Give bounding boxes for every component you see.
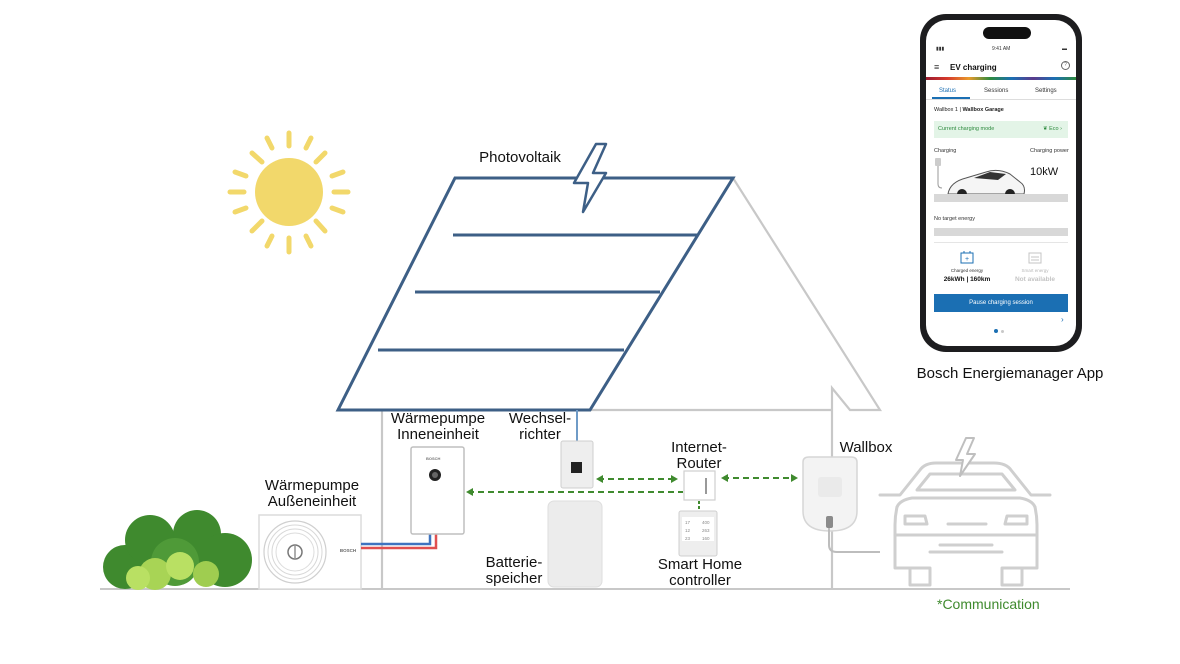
- charged-energy-label: Charged energy: [950, 268, 984, 273]
- app-screen: ▮▮▮ 9:41 AM ▬ ≡ EV charging ? Status Ses…: [926, 20, 1076, 346]
- communication-lines: [466, 474, 798, 510]
- wallbox-selector[interactable]: Wallbox 1 | Wallbox Garage: [934, 107, 1004, 113]
- svg-text:160: 160: [702, 536, 710, 541]
- svg-text:23: 23: [685, 536, 691, 541]
- smart-home-controller: [678, 510, 718, 557]
- info-icon[interactable]: ?: [1061, 61, 1070, 70]
- smart-energy-value: Not available: [1014, 276, 1056, 283]
- internet-router: [683, 470, 716, 501]
- charging-power-value: 10kW: [1030, 166, 1059, 178]
- phone-mockup: ▮▮▮ 9:41 AM ▬ ≡ EV charging ? Status Ses…: [920, 14, 1082, 352]
- smart-energy-label: Smart energy: [1021, 268, 1049, 273]
- tab-sessions[interactable]: Sessions: [984, 88, 1009, 94]
- leaf-icon: ❦: [1043, 126, 1050, 132]
- svg-text:+: +: [965, 256, 969, 263]
- charged-energy-value: 26kWh | 160km: [943, 276, 991, 283]
- heatpump-outdoor-unit: [258, 514, 362, 590]
- pause-charging-button[interactable]: Pause charging session: [934, 294, 1068, 312]
- page-indicator: [994, 320, 1007, 338]
- svg-text:17: 17: [685, 520, 691, 525]
- target-energy-bar: [934, 228, 1068, 236]
- app-tabs: Status Sessions Settings: [926, 83, 1076, 100]
- label-app: Bosch Energiemanager App: [916, 365, 1104, 382]
- app-header: ≡ EV charging ?: [926, 58, 1076, 78]
- wallbox-device: [802, 456, 880, 553]
- label-photovoltaik: Photovoltaik: [479, 149, 561, 166]
- svg-text:263: 263: [702, 528, 710, 533]
- divider: [934, 242, 1068, 243]
- charging-mode-label: Current charging mode: [938, 126, 995, 132]
- label-router: Internet- Router: [671, 439, 727, 472]
- charging-power-label: Charging power: [1030, 148, 1069, 154]
- label-inverter: Wechsel- richter: [508, 410, 572, 443]
- signal-icon: ▮▮▮: [936, 46, 945, 52]
- car-lightning-icon: [955, 437, 976, 477]
- bushes: [103, 510, 252, 590]
- label-heatpump-outdoor: Wärmepumpe Außeneinheit: [264, 477, 360, 510]
- charging-status: Charging: [934, 148, 957, 154]
- sun-icon: [227, 130, 351, 255]
- label-battery: Batterie- speicher: [485, 554, 543, 587]
- tab-status[interactable]: Status: [939, 88, 957, 94]
- charged-energy-icon: +: [960, 251, 974, 264]
- svg-text:400: 400: [702, 520, 710, 525]
- pv-panel-roof: [335, 176, 736, 412]
- label-controller: Smart Home controller: [657, 556, 743, 589]
- chevron-right-icon[interactable]: ›: [1061, 315, 1064, 324]
- battery-icon: ▬: [1062, 46, 1067, 52]
- svg-text:12: 12: [685, 528, 691, 533]
- heatpump-indoor-unit: [410, 446, 465, 535]
- status-time: 9:41 AM: [992, 46, 1011, 52]
- controller-readout: 17 400 12 263 23 160: [685, 520, 710, 541]
- lightning-icon: [572, 142, 608, 214]
- smart-energy-icon: [1028, 252, 1042, 264]
- charging-progress-bar: [934, 194, 1068, 202]
- heatpump-indoor-brand: BOSCH: [426, 456, 441, 461]
- target-energy-label: No target energy: [934, 216, 975, 222]
- label-wallbox: Wallbox: [839, 439, 893, 456]
- charging-mode-value: ❦ Eco ›: [1043, 126, 1062, 132]
- label-heatpump-indoor: Wärmepumpe Inneneinheit: [390, 410, 486, 443]
- active-tab-indicator: [932, 97, 970, 99]
- label-communication: *Communication: [937, 596, 1040, 612]
- brand-stripe: [926, 77, 1076, 80]
- battery-storage: [547, 500, 603, 588]
- heatpump-outdoor-brand: BOSCH: [340, 548, 356, 553]
- phone-notch: [983, 27, 1031, 39]
- charging-mode-row[interactable]: Current charging mode ❦ Eco ›: [934, 121, 1068, 138]
- menu-icon[interactable]: ≡: [934, 62, 940, 72]
- app-title: EV charging: [950, 63, 997, 72]
- inverter-device: [560, 440, 594, 489]
- tab-settings[interactable]: Settings: [1035, 88, 1057, 94]
- house-outline: [380, 177, 882, 589]
- heat-pipes: [361, 534, 438, 550]
- ev-car: [878, 461, 1052, 587]
